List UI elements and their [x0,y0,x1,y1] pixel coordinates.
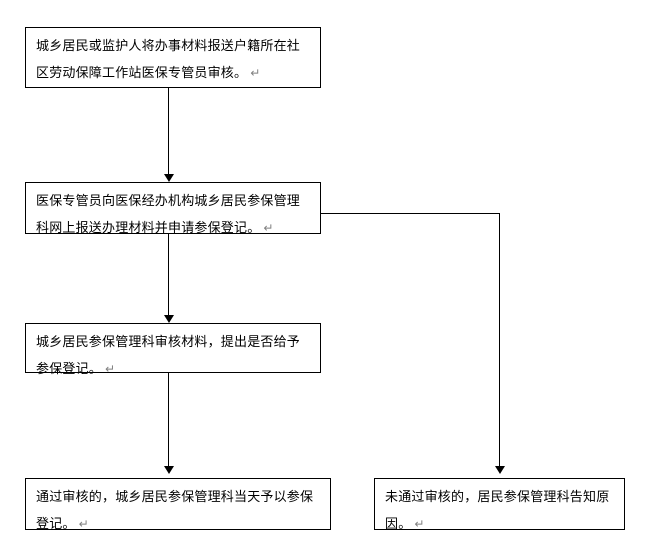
paragraph-mark-icon: ↵ [414,517,425,531]
arrowhead-icon [164,315,174,323]
connector-line [168,373,169,466]
flow-node-1-text: 城乡居民或监护人将办事材料报送户籍所在社区劳动保障工作站医保专管员审核。↵ [36,39,301,81]
flow-node-4[interactable]: 通过审核的，城乡居民参保管理科当天予以参保登记。↵ [25,478,331,532]
paragraph-mark-icon: ↵ [105,362,116,376]
paragraph-mark-icon: ↵ [263,221,274,235]
flow-node-3-text: 城乡居民参保管理科审核材料，提出是否给予参保登记。↵ [36,335,301,377]
arrowhead-icon [164,466,174,474]
connector-line [168,88,169,174]
connector-line [168,234,169,315]
paragraph-mark-icon: ↵ [78,517,89,531]
connector-line-vertical [499,213,500,466]
connector-line-horizontal [321,213,500,214]
flow-node-5[interactable]: 未通过审核的，居民参保管理科告知原因。↵ [374,478,625,532]
flow-node-2-text: 医保专管员向医保经办机构城乡居民参保管理科网上报送办理材料并申请参保登记。↵ [36,194,301,236]
flow-node-3[interactable]: 城乡居民参保管理科审核材料，提出是否给予参保登记。↵ [25,323,321,377]
flow-node-5-text: 未通过审核的，居民参保管理科告知原因。↵ [385,490,610,532]
flow-node-2[interactable]: 医保专管员向医保经办机构城乡居民参保管理科网上报送办理材料并申请参保登记。↵ [25,182,321,236]
arrowhead-icon [164,174,174,182]
arrowhead-icon [495,466,505,474]
flow-node-4-text: 通过审核的，城乡居民参保管理科当天予以参保登记。↵ [36,490,314,532]
flow-node-1[interactable]: 城乡居民或监护人将办事材料报送户籍所在社区劳动保障工作站医保专管员审核。↵ [25,27,321,88]
paragraph-mark-icon: ↵ [250,66,261,80]
